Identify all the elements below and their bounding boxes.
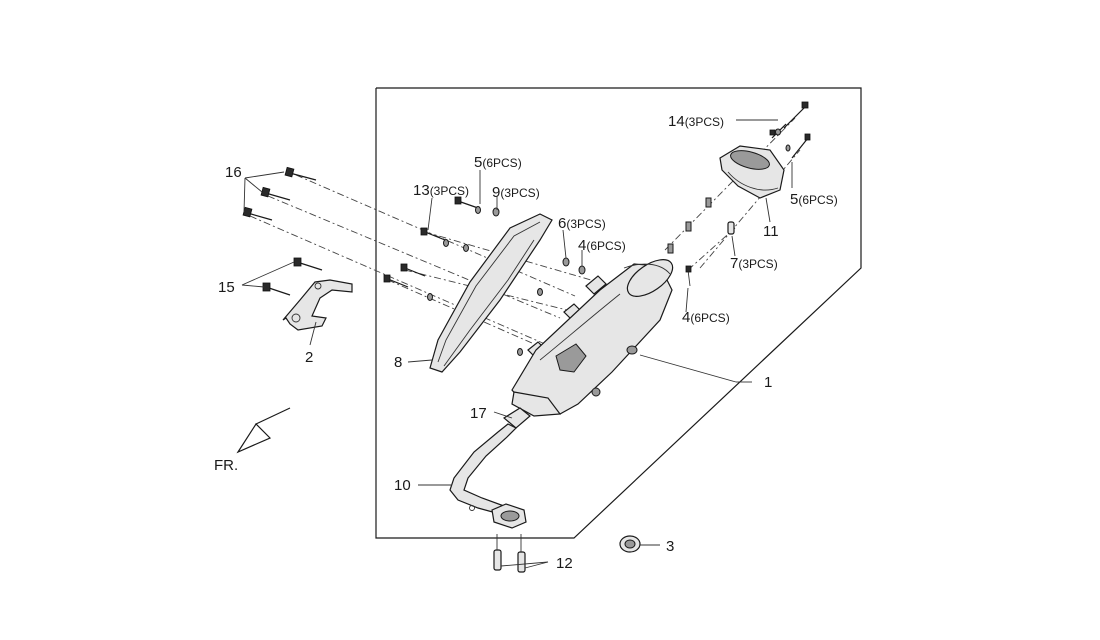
leader-lines [241, 119, 793, 569]
part-12-studs [493, 534, 526, 573]
callout-9: 9(3PCS) [492, 184, 540, 201]
callout-5-left: 5(6PCS) [474, 154, 522, 171]
part-8-heat-shield [429, 213, 553, 373]
callout-11: 11 [763, 223, 779, 240]
part-2-bracket [282, 279, 353, 331]
alignment-lines [249, 117, 801, 351]
callout-16: 16 [225, 164, 242, 181]
part-1-muffler [511, 259, 674, 417]
callout-13: 13(3PCS) [413, 182, 469, 199]
callout-7: 7(3PCS) [730, 255, 778, 272]
part-16-bolts [242, 166, 317, 221]
assembly-frame [375, 87, 862, 539]
callout-6: 6(3PCS) [558, 215, 606, 232]
front-direction-arrow: FR. [214, 407, 291, 474]
callout-labels: 1 2 3 4(6PCS) 4(6PCS) 5(6PCS) 5(6PCS) 6(… [218, 113, 838, 572]
callout-3: 3 [666, 538, 674, 555]
callout-4-upper: 4(6PCS) [578, 237, 626, 254]
heat-shield-fasteners [383, 196, 500, 301]
callout-4-lower: 4(6PCS) [682, 309, 730, 326]
callout-12: 12 [556, 555, 573, 572]
callout-10: 10 [394, 477, 411, 494]
callout-5-right: 5(6PCS) [790, 191, 838, 208]
part-11-end-cap [719, 145, 785, 199]
callout-14: 14(3PCS) [668, 113, 724, 130]
end-cap-fasteners [667, 101, 811, 287]
callout-1: 1 [764, 374, 772, 391]
part-10-exhaust-pipe [449, 423, 527, 529]
callout-17: 17 [470, 405, 487, 422]
part-17-clamp [502, 407, 531, 429]
callout-8: 8 [394, 354, 402, 371]
part-3-gasket [619, 535, 641, 553]
front-indicator-label: FR. [214, 457, 238, 474]
callout-15: 15 [218, 279, 235, 296]
callout-2: 2 [305, 349, 313, 366]
